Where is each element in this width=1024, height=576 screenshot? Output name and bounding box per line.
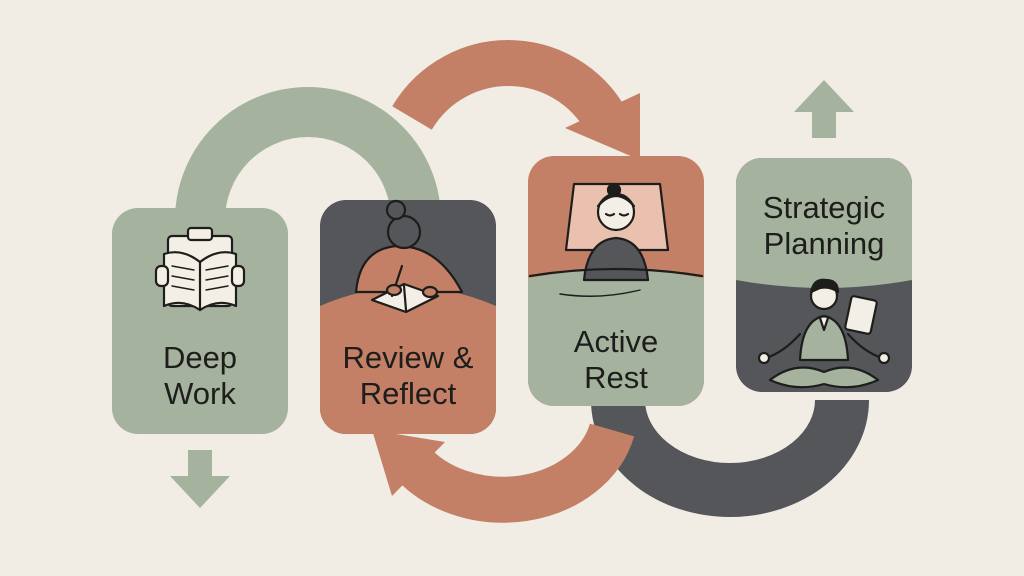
terracotta-arrowhead-top bbox=[565, 93, 640, 160]
person-sleeping-icon bbox=[528, 182, 704, 297]
card-label-line: Reflect bbox=[359, 376, 457, 411]
card-review-reflect bbox=[320, 199, 496, 434]
card-label-line: Active bbox=[573, 324, 659, 359]
card-label-line: Rest bbox=[584, 360, 648, 395]
card-active-rest bbox=[528, 156, 704, 406]
card-label-review-reflect: Review & Reflect bbox=[320, 340, 496, 412]
sage-arc-deep-to-review bbox=[175, 87, 441, 221]
arrow-down-icon bbox=[170, 450, 230, 508]
card-deep-work bbox=[112, 208, 288, 434]
card-label-deep-work: Deep Work bbox=[112, 340, 288, 412]
charcoal-arc-rest-to-strategic bbox=[591, 398, 869, 517]
terracotta-arc-bottom bbox=[392, 422, 635, 523]
person-writing-icon bbox=[354, 199, 464, 314]
person-meditating-icon bbox=[757, 278, 891, 389]
card-label-line: Planning bbox=[763, 226, 885, 261]
terracotta-arrowhead-bottom bbox=[372, 430, 445, 496]
card-label-line: Strategic bbox=[762, 190, 886, 225]
card-strategic-planning bbox=[736, 158, 912, 392]
card-label-line: Work bbox=[164, 376, 236, 411]
card-label-line: Deep bbox=[162, 340, 238, 375]
book-clipboard-icon bbox=[154, 226, 246, 312]
arrow-up-icon bbox=[794, 80, 854, 138]
card-label-strategic-planning: Strategic Planning bbox=[736, 190, 912, 262]
card-label-line: Review & bbox=[342, 340, 474, 375]
card-label-active-rest: Active Rest bbox=[528, 324, 704, 396]
terracotta-arc-top bbox=[392, 40, 631, 139]
